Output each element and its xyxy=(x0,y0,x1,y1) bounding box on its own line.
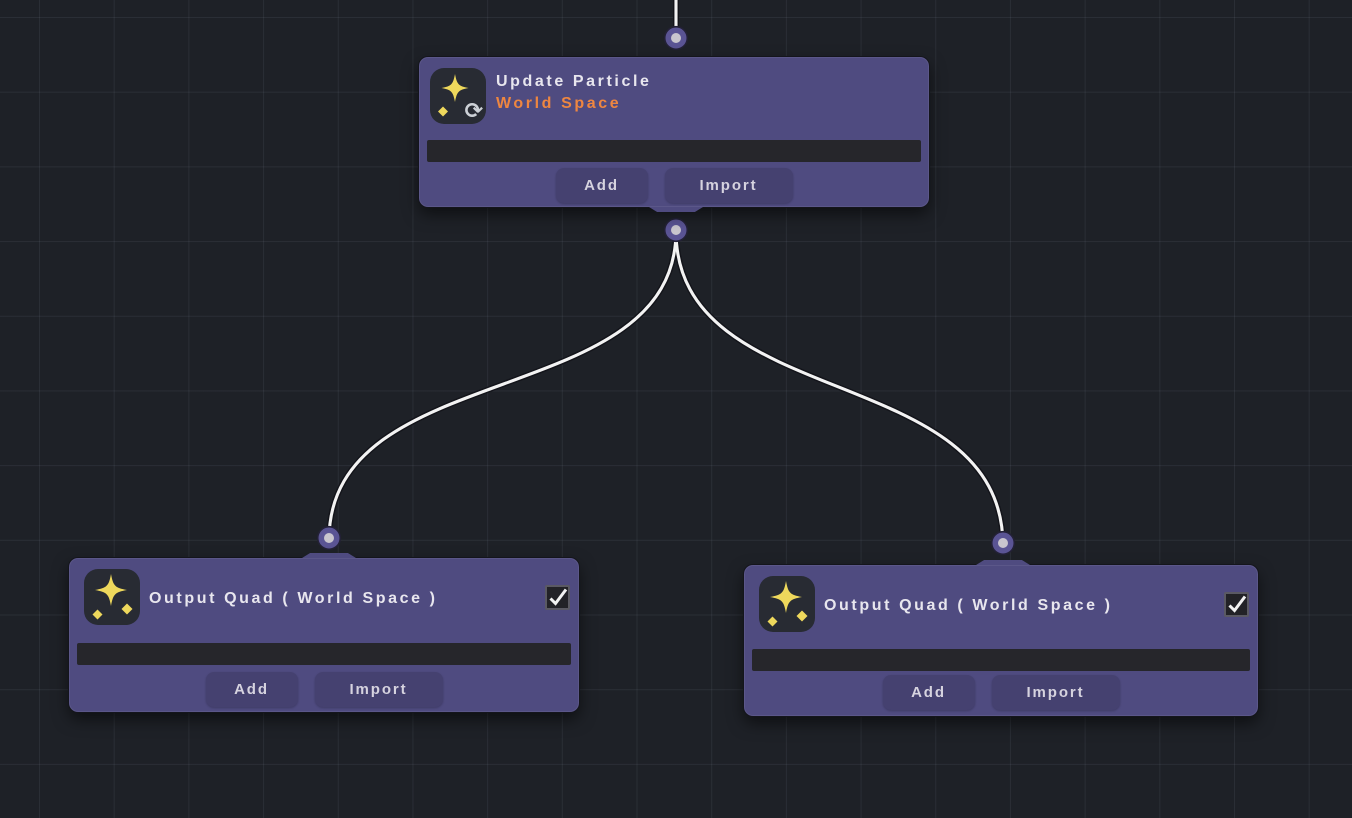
block-list-area[interactable] xyxy=(752,649,1250,671)
sparkle-star-icon xyxy=(770,581,802,613)
edge-to-output-right[interactable] xyxy=(674,229,1005,548)
flow-anchor-out[interactable] xyxy=(649,207,703,212)
node-output-quad-left[interactable]: Output Quad ( World Space ) Add Import xyxy=(69,553,579,712)
flow-port-update-out[interactable] xyxy=(663,217,689,243)
block-list-area[interactable] xyxy=(77,643,571,665)
edge-to-output-left[interactable] xyxy=(327,229,678,542)
block-list-area[interactable] xyxy=(427,140,921,162)
node-title: Output Quad ( World Space ) xyxy=(824,597,1113,614)
import-button[interactable]: Import xyxy=(991,675,1120,710)
particle-output-icon xyxy=(84,569,140,625)
flow-anchor-in[interactable] xyxy=(302,553,356,558)
import-button[interactable]: Import xyxy=(664,168,793,203)
refresh-icon: ⟳ xyxy=(464,99,483,124)
node-update-particle[interactable]: ⟳ Update Particle World Space Add Import xyxy=(419,57,929,212)
sparkle-star-icon xyxy=(441,74,469,102)
flow-port-output-left-in[interactable] xyxy=(316,525,342,551)
enabled-checkbox[interactable] xyxy=(1224,592,1249,617)
edge-right-halo xyxy=(673,228,1006,549)
flow-port-update-in[interactable] xyxy=(663,25,689,51)
edge-left-halo xyxy=(326,228,679,543)
node-space-label: World Space xyxy=(496,95,622,112)
small-diamond-icon xyxy=(796,610,808,622)
node-title: Update Particle xyxy=(496,73,652,90)
small-diamond-icon xyxy=(92,609,103,620)
flow-port-output-right-in[interactable] xyxy=(990,530,1016,556)
enabled-checkbox[interactable] xyxy=(545,585,570,610)
flow-anchor-in[interactable] xyxy=(976,560,1030,565)
small-diamond-icon xyxy=(767,616,778,627)
node-title: Output Quad ( World Space ) xyxy=(149,590,438,607)
add-button[interactable]: Add xyxy=(882,675,975,710)
add-button[interactable]: Add xyxy=(205,672,298,707)
small-diamond-icon xyxy=(121,603,133,615)
sparkle-star-icon xyxy=(95,574,127,606)
add-button[interactable]: Add xyxy=(555,168,648,203)
particle-update-icon: ⟳ xyxy=(430,68,486,124)
import-button[interactable]: Import xyxy=(314,672,443,707)
check-icon xyxy=(1228,595,1247,613)
particle-output-icon xyxy=(759,576,815,632)
small-diamond-icon xyxy=(438,106,448,117)
check-icon xyxy=(549,588,568,606)
node-output-quad-right[interactable]: Output Quad ( World Space ) Add Import xyxy=(744,560,1258,716)
